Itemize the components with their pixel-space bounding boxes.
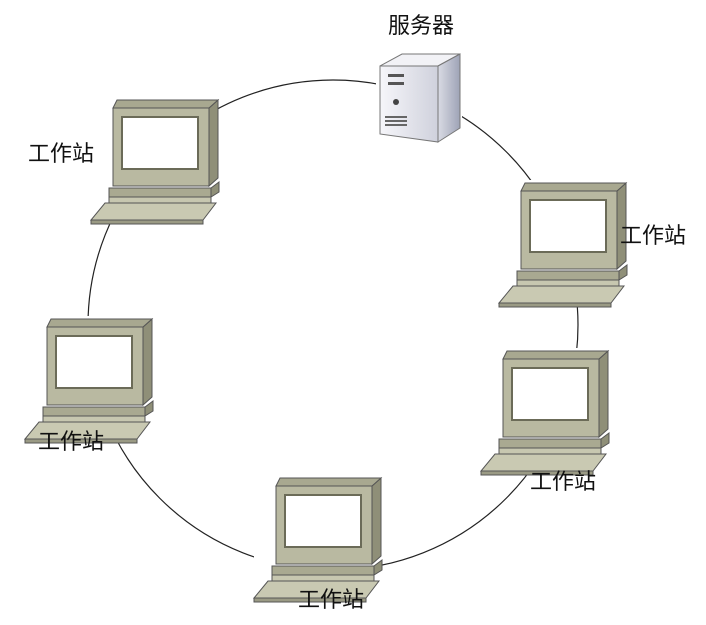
workstation-icon <box>480 348 610 476</box>
workstation-node <box>24 316 154 444</box>
workstation-label: 工作站 <box>38 430 105 455</box>
workstation-label: 工作站 <box>298 588 365 613</box>
workstation-label: 工作站 <box>620 224 687 249</box>
workstation-node <box>90 96 220 225</box>
server-icon <box>376 52 462 144</box>
server-label: 服务器 <box>388 14 455 39</box>
workstation-label: 工作站 <box>530 470 597 495</box>
workstation-label: 工作站 <box>28 142 95 167</box>
workstation-icon <box>253 474 383 603</box>
workstation-icon <box>496 180 628 308</box>
workstation-node <box>480 348 610 476</box>
workstation-icon <box>90 96 220 225</box>
workstation-icon <box>24 316 154 444</box>
workstation-node <box>253 474 383 603</box>
workstation-node <box>496 180 628 308</box>
server-node <box>376 52 462 144</box>
